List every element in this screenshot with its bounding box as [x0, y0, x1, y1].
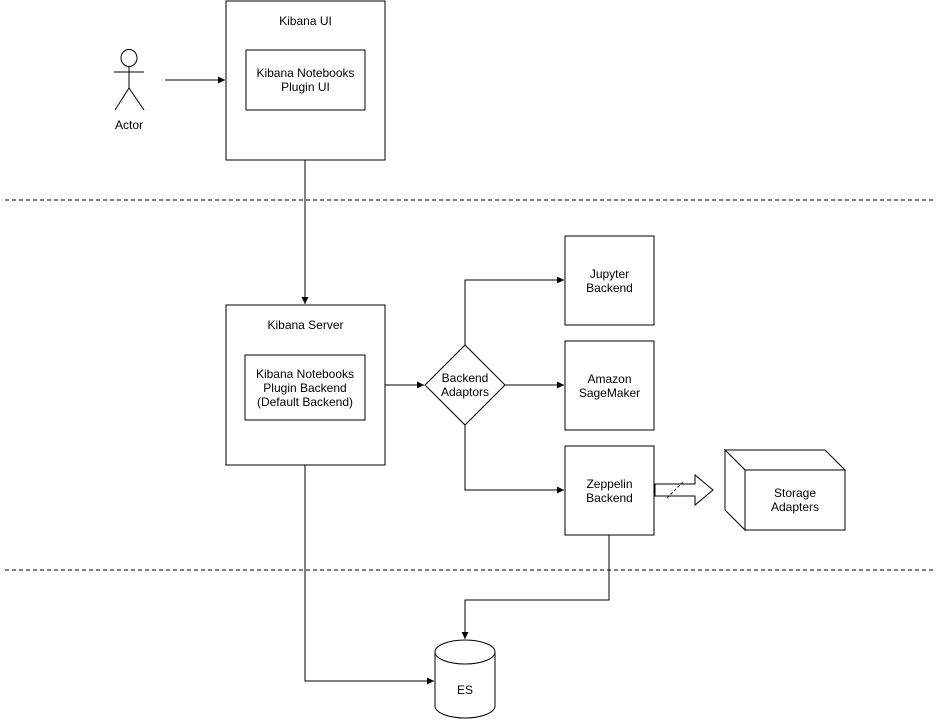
- sagemaker-box: [564, 340, 655, 431]
- zeppelin-backend-label: Zeppelin Backend: [586, 476, 633, 505]
- zeppelin-to-es-arrow: [461, 535, 610, 639]
- zeppelin-to-storage-block-arrow: [654, 473, 714, 507]
- jupyter-backend-label: Jupyter Backend: [586, 266, 633, 295]
- adaptors-to-zeppelin-arrow: [464, 425, 564, 494]
- es-database-cylinder: [434, 639, 496, 719]
- es-label: ES: [456, 683, 473, 697]
- server-to-es-arrow: [304, 465, 434, 685]
- notebooks-plugin-ui-box: [245, 49, 366, 111]
- actor-icon: [114, 49, 145, 111]
- sagemaker-label: Amazon SageMaker: [578, 371, 641, 400]
- notebooks-plugin-ui-label: Kibana Notebooks Plugin UI: [256, 66, 355, 94]
- notebooks-plugin-backend-box: [244, 354, 366, 421]
- storage-adapters-cube: [723, 448, 847, 532]
- zeppelin-backend-box: [564, 445, 655, 536]
- jupyter-backend-box: [564, 235, 655, 326]
- backend-adaptors-label: Backend Adaptors: [440, 371, 490, 399]
- kibana-server-title: Kibana Server: [267, 318, 344, 332]
- notebooks-plugin-backend-label: Kibana Notebooks Plugin Backend (Default…: [255, 366, 355, 409]
- adaptors-to-jupyter-arrow: [464, 276, 564, 345]
- actor-label: Actor: [114, 118, 143, 132]
- storage-adapters-label: Storage Adapters: [770, 486, 820, 514]
- kibana-ui-title: Kibana UI: [279, 14, 332, 28]
